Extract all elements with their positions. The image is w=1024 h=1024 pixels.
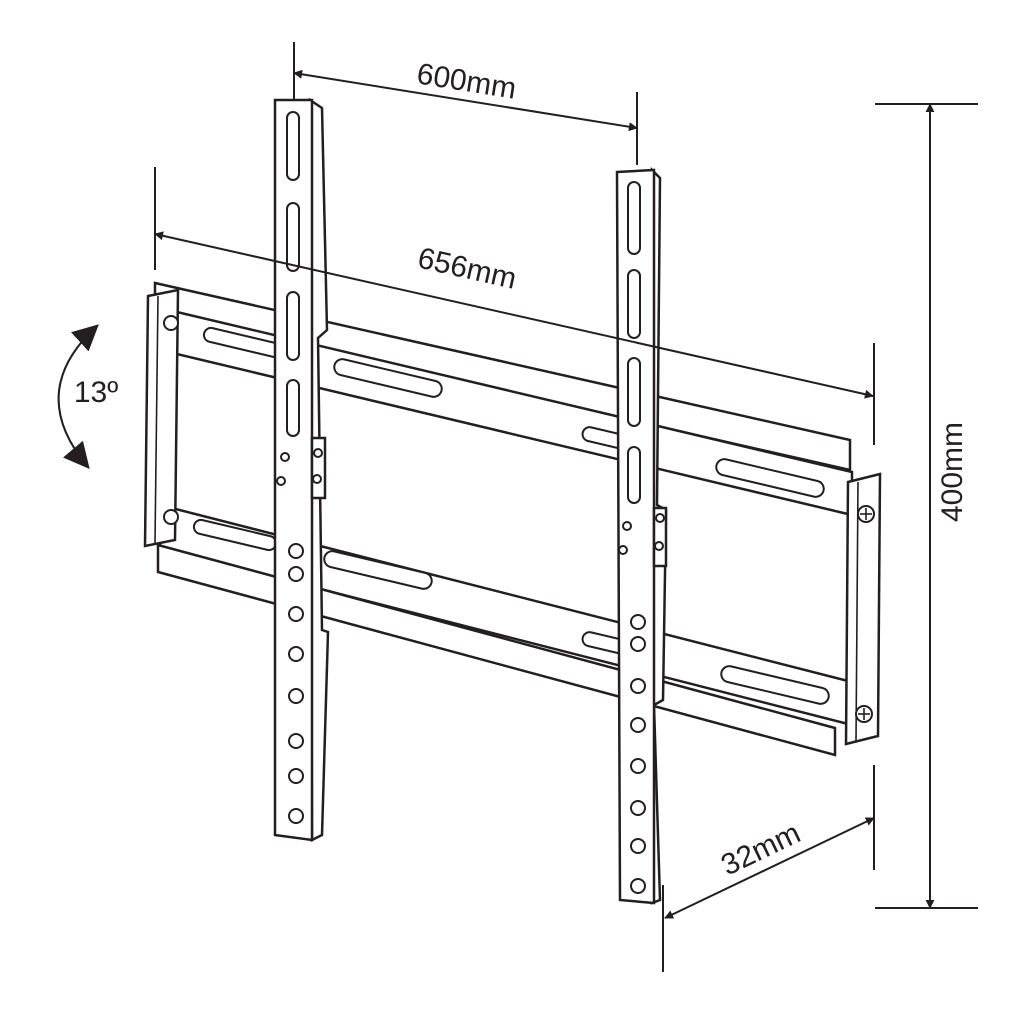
wall-plate-bottom-lip (156, 543, 837, 757)
tilt-indicator: 13º (57, 324, 118, 469)
dimension-400mm: 400mm (875, 103, 978, 909)
left-bracket-screw (163, 315, 179, 331)
right-arm-slot (627, 269, 641, 339)
right-arm-slot (627, 181, 641, 255)
wall-plate (143, 281, 882, 757)
left-arm-hook (310, 436, 327, 500)
left-vertical-arm (273, 97, 330, 843)
right-arm-hook (652, 506, 668, 568)
right-end-bracket (844, 472, 882, 746)
tilt-angle-label: 13º (74, 376, 118, 409)
right-arm-hole-row (630, 614, 646, 894)
upper-rail-slot (715, 458, 825, 498)
left-arm-slot (286, 291, 300, 361)
lower-rail-slot (720, 665, 830, 705)
dimension-400mm-label: 400mm (936, 422, 969, 522)
left-arm-slot (286, 202, 300, 272)
wall-plate-top-lip (153, 281, 852, 472)
dimension-656mm-arrow (154, 231, 874, 399)
dimension-600mm-arrow (293, 69, 638, 132)
right-vertical-arm (615, 166, 668, 905)
dimension-32mm-arrow (664, 817, 875, 919)
lower-rail-slot (323, 550, 433, 590)
dimension-656mm-label: 656mm (415, 242, 520, 296)
right-arm-slot (627, 357, 641, 427)
right-arm-slot (627, 446, 641, 504)
dimension-32mm: 32mm (662, 765, 875, 972)
left-arm-slot (286, 379, 300, 437)
dimension-600mm-label: 600mm (414, 57, 518, 105)
left-bracket-screw (163, 509, 179, 525)
left-arm-slot (286, 111, 300, 181)
right-bracket-screw (855, 705, 873, 723)
dimension-600mm: 600mm (293, 42, 638, 165)
wall-plate-upper-rail (158, 306, 854, 517)
right-bracket-screw (857, 505, 875, 523)
tilt-arc-arrow (57, 324, 99, 469)
left-arm-hole-row (288, 543, 304, 824)
